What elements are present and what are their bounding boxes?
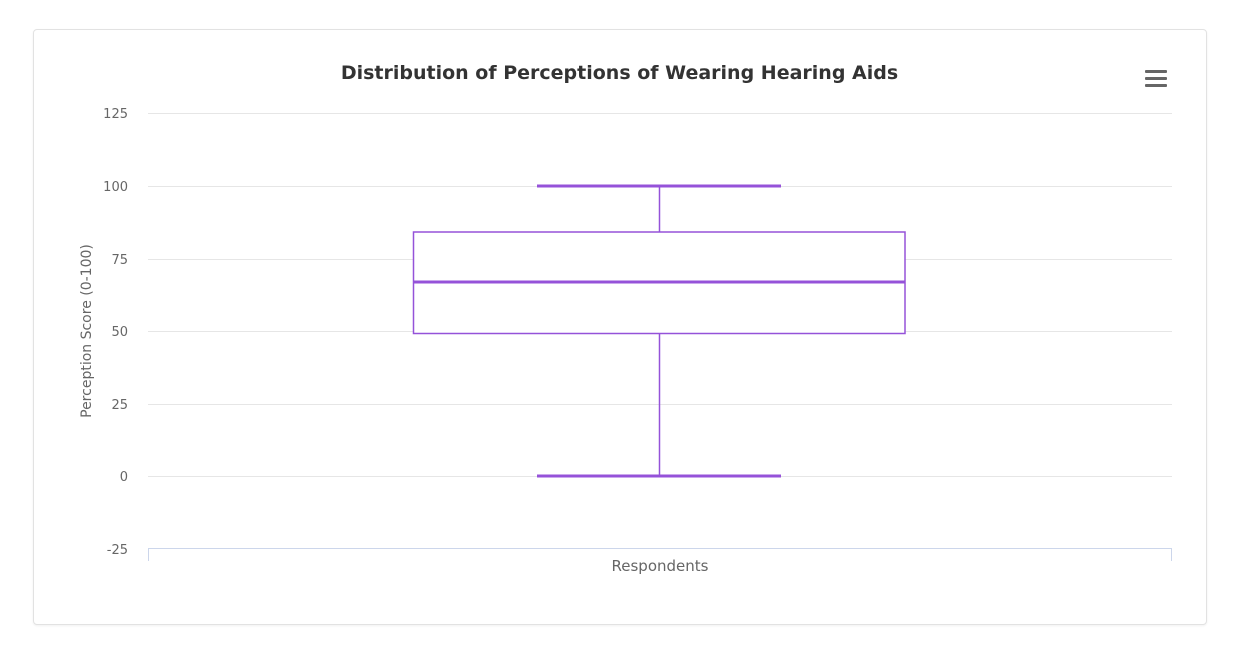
- boxplot-series[interactable]: [412, 184, 906, 478]
- chart-title: Distribution of Perceptions of Wearing H…: [340, 62, 899, 84]
- y-axis-ticks: 125 100 75 50 25 0 -25: [103, 107, 128, 558]
- hamburger-menu-icon-bar: [1145, 84, 1167, 87]
- y-tick-label: 75: [111, 253, 128, 268]
- x-axis: [148, 548, 1172, 561]
- hamburger-menu-icon: [1145, 70, 1167, 73]
- y-tick-label: 25: [111, 398, 128, 413]
- y-tick-label: 100: [103, 180, 128, 195]
- x-axis-category-label: Respondents: [612, 557, 709, 575]
- y-tick-label: -25: [107, 543, 128, 558]
- y-tick-label: 0: [120, 470, 128, 485]
- y-tick-label: 50: [111, 325, 128, 340]
- y-tick-label: 125: [103, 107, 128, 122]
- y-axis-title: Perception Score (0-100): [79, 244, 95, 418]
- hamburger-menu-icon-bar: [1145, 77, 1167, 80]
- chart-menu-button[interactable]: [1141, 68, 1171, 92]
